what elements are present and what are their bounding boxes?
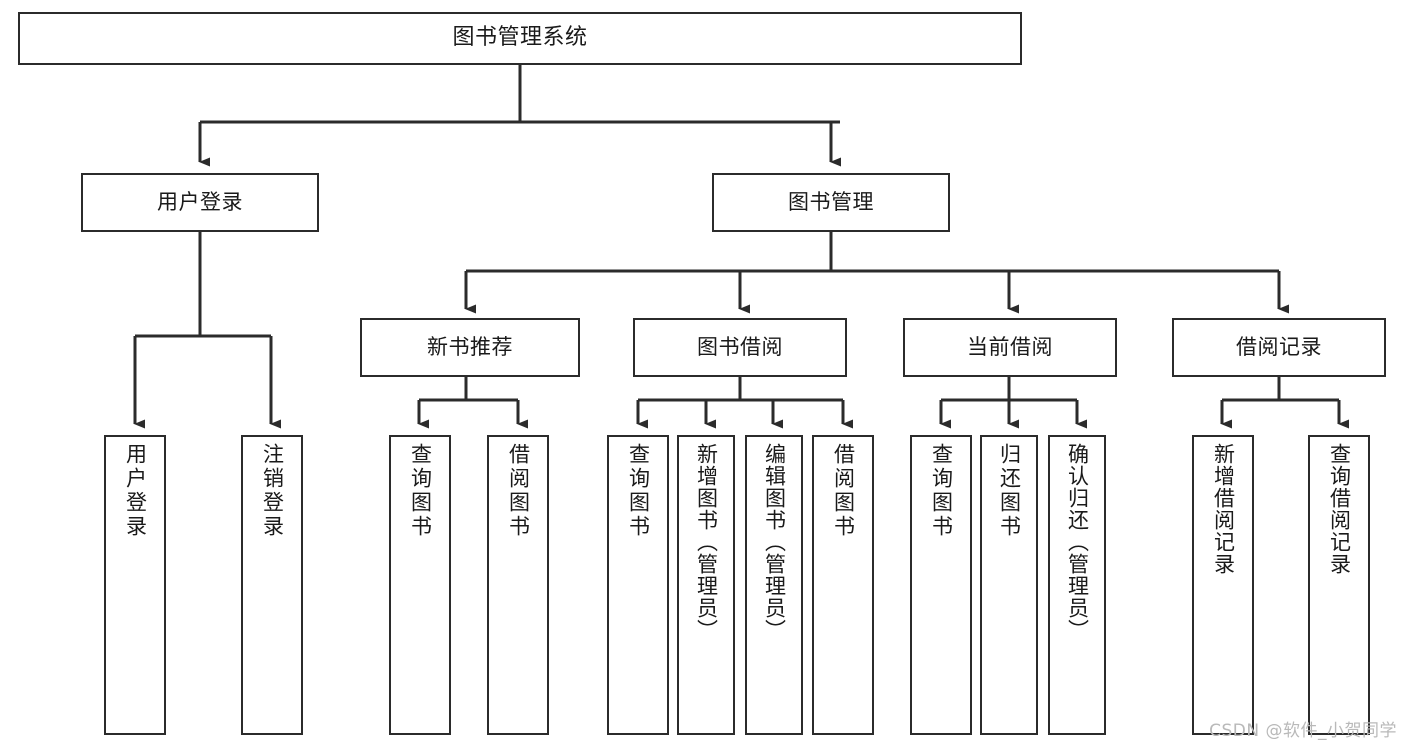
node-label: 用户登录 <box>157 189 243 214</box>
node-new-book-recommend[interactable]: 新书推荐 <box>360 318 580 377</box>
node-label: 借阅图书 <box>506 443 531 539</box>
node-label: 确认归还（管理员） <box>1065 443 1090 641</box>
node-book-borrow[interactable]: 图书借阅 <box>633 318 847 377</box>
node-leaf-confirm-return-admin[interactable]: 确认归还（管理员） <box>1048 435 1106 735</box>
node-leaf-user-login[interactable]: 用户登录 <box>104 435 166 735</box>
node-label: 用户登录 <box>123 443 148 539</box>
node-leaf-query-borrow-record[interactable]: 查询借阅记录 <box>1308 435 1370 735</box>
node-label: 借阅图书 <box>831 443 856 539</box>
node-label: 新增借阅记录 <box>1211 443 1236 575</box>
node-label: 查询图书 <box>408 443 433 539</box>
node-label: 注销登录 <box>260 443 285 539</box>
node-label: 编辑图书（管理员） <box>762 443 787 641</box>
node-leaf-query-book-current[interactable]: 查询图书 <box>910 435 972 735</box>
node-label: 归还图书 <box>997 443 1022 539</box>
node-label: 查询图书 <box>929 443 954 539</box>
node-current-borrow[interactable]: 当前借阅 <box>903 318 1117 377</box>
node-label: 借阅记录 <box>1236 334 1322 359</box>
node-leaf-query-book-recommend[interactable]: 查询图书 <box>389 435 451 735</box>
node-label: 图书管理系统 <box>452 25 588 51</box>
node-leaf-edit-book-admin[interactable]: 编辑图书（管理员） <box>745 435 803 735</box>
node-leaf-borrow-book[interactable]: 借阅图书 <box>812 435 874 735</box>
node-leaf-return-book[interactable]: 归还图书 <box>980 435 1038 735</box>
node-leaf-add-book-admin[interactable]: 新增图书（管理员） <box>677 435 735 735</box>
node-label: 查询图书 <box>626 443 651 539</box>
node-label: 新书推荐 <box>427 334 513 359</box>
node-book-management[interactable]: 图书管理 <box>712 173 950 232</box>
node-root-book-management-system[interactable]: 图书管理系统 <box>18 12 1022 65</box>
node-leaf-logout[interactable]: 注销登录 <box>241 435 303 735</box>
node-label: 新增图书（管理员） <box>694 443 719 641</box>
node-leaf-borrow-book-recommend[interactable]: 借阅图书 <box>487 435 549 735</box>
node-label: 图书管理 <box>788 189 874 214</box>
node-borrow-record[interactable]: 借阅记录 <box>1172 318 1386 377</box>
node-label: 查询借阅记录 <box>1327 443 1352 575</box>
node-label: 当前借阅 <box>967 334 1053 359</box>
node-leaf-query-book-borrow[interactable]: 查询图书 <box>607 435 669 735</box>
node-label: 图书借阅 <box>697 334 783 359</box>
node-user-login[interactable]: 用户登录 <box>81 173 319 232</box>
node-leaf-add-borrow-record[interactable]: 新增借阅记录 <box>1192 435 1254 735</box>
